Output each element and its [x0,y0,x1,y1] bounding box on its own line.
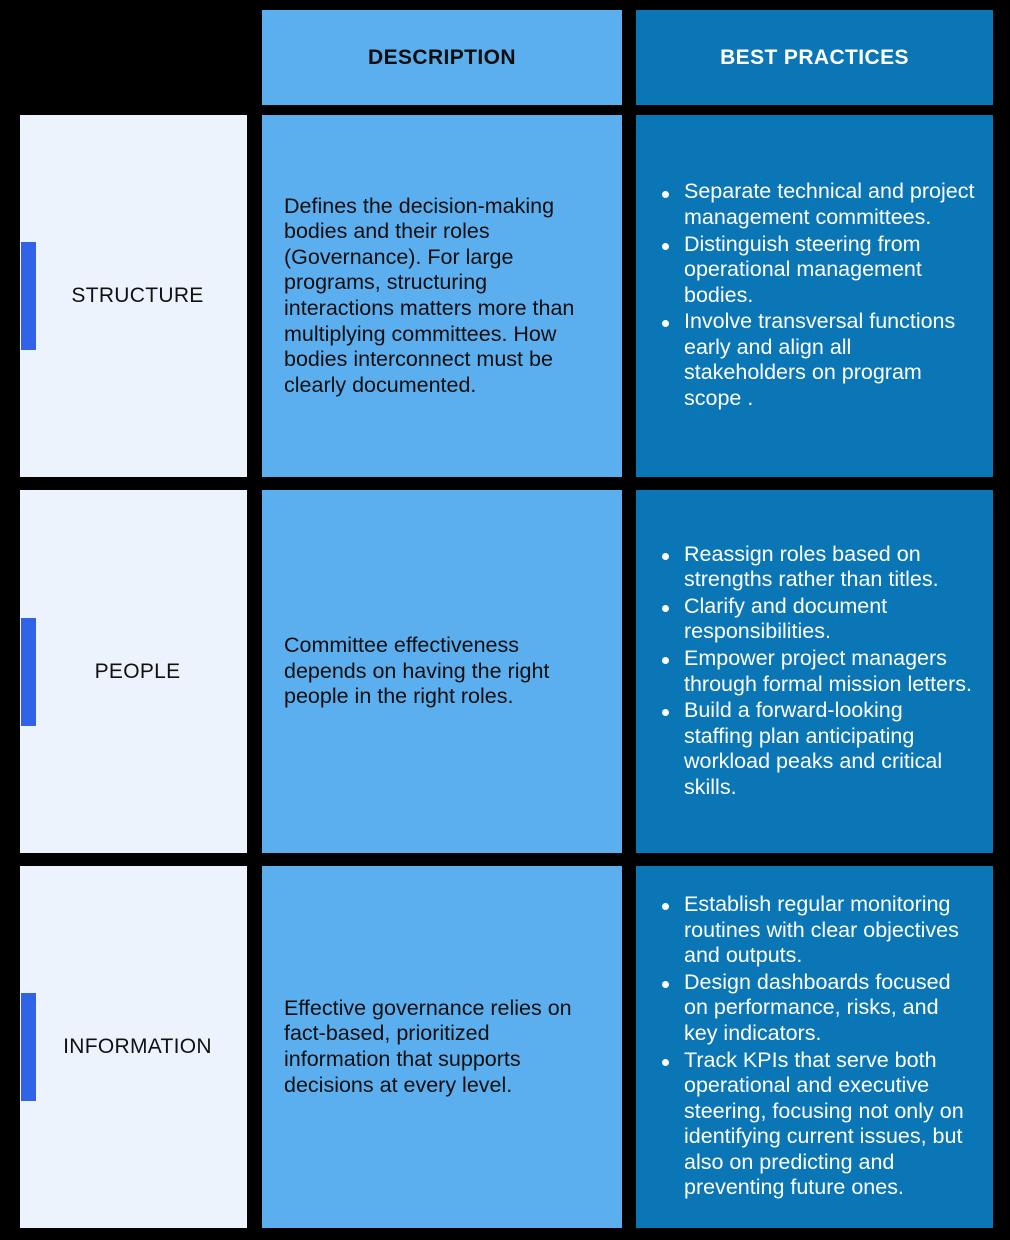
list-item-text: Empower project managers through formal … [684,645,972,696]
accent-bar-icon [21,242,36,350]
row-label-people: PEOPLE [20,490,247,853]
row-best-practices-information: Establish regular monitoring routines wi… [636,866,993,1228]
bullet-icon [662,242,669,250]
list-item-text: Clarify and document responsibilities. [684,593,888,644]
list-item: Reassign roles based on strengths rather… [654,542,977,593]
row-description-people: Committee effectiveness depends on havin… [262,490,622,853]
bullet-icon [662,980,669,988]
bullet-icon [662,903,669,911]
list-item: Track KPIs that serve both operational a… [654,1048,977,1201]
bullet-icon [662,320,669,328]
list-item: Design dashboards focused on performance… [654,970,977,1047]
header-description-label: DESCRIPTION [368,45,516,69]
row-label-information: INFORMATION [20,866,247,1228]
row-label-text: INFORMATION [63,1035,212,1058]
list-item-text: Track KPIs that serve both operational a… [684,1047,964,1200]
bullet-icon [662,190,669,198]
list-item: Build a forward-looking staffing plan an… [654,698,977,800]
description-text: Defines the decision-making bodies and t… [284,193,575,397]
list-item-text: Involve transversal functions early and … [684,309,956,411]
list-item: Involve transversal functions early and … [654,309,977,411]
list-item: Empower project managers through formal … [654,646,977,697]
bullet-icon [662,709,669,717]
list-item: Distinguish steering from operational ma… [654,232,977,309]
best-practices-list: Separate technical and project managemen… [636,179,993,412]
description-text: Effective governance relies on fact-base… [284,995,572,1097]
header-best-practices-label: BEST PRACTICES [720,45,909,69]
list-item-text: Establish regular monitoring routines wi… [684,892,959,968]
description-text: Committee effectiveness depends on havin… [284,633,550,709]
list-item: Establish regular monitoring routines wi… [654,892,977,969]
row-label-text: PEOPLE [94,659,181,683]
list-item-text: Separate technical and project managemen… [684,179,975,229]
best-practices-list: Establish regular monitoring routines wi… [636,892,993,1202]
accent-bar-icon [21,993,36,1101]
list-item-text: Build a forward-looking staffing plan an… [684,698,943,799]
row-label-structure: STRUCTURE [20,115,247,477]
list-item: Separate technical and project managemen… [654,179,977,230]
bullet-icon [662,604,669,612]
list-item-text: Reassign roles based on strengths rather… [684,541,939,592]
accent-bar-icon [21,617,36,726]
bullet-icon [662,657,669,665]
row-label-text: STRUCTURE [71,284,204,307]
bullet-icon [662,1058,669,1066]
row-best-practices-people: Reassign roles based on strengths rather… [636,490,993,853]
best-practices-list: Reassign roles based on strengths rather… [636,542,993,802]
row-description-structure: Defines the decision-making bodies and t… [262,115,622,477]
list-item: Clarify and document responsibilities. [654,594,977,645]
list-item-text: Design dashboards focused on performance… [684,969,951,1045]
row-best-practices-structure: Separate technical and project managemen… [636,115,993,477]
row-description-information: Effective governance relies on fact-base… [262,866,622,1228]
list-item-text: Distinguish steering from operational ma… [684,231,922,307]
header-best-practices: BEST PRACTICES [636,10,993,105]
header-description: DESCRIPTION [262,10,622,105]
bullet-icon [662,552,669,560]
